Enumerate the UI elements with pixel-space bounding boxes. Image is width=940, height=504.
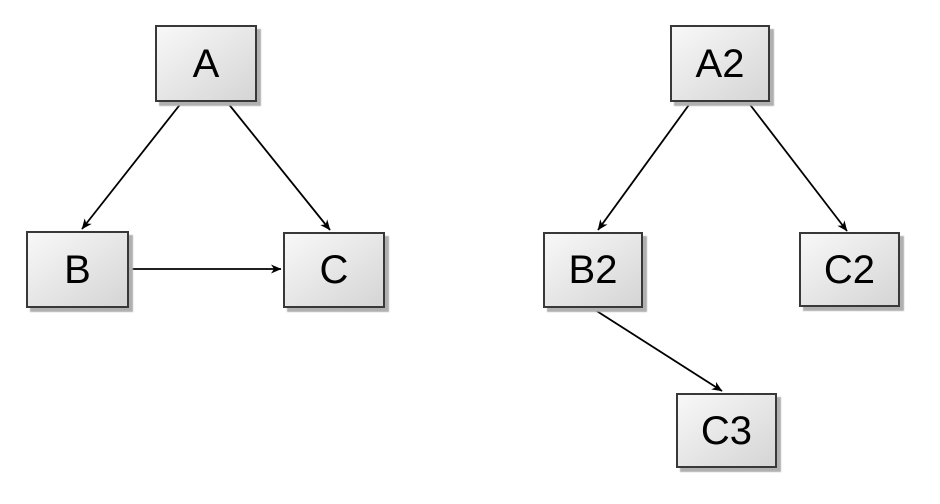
node-A-label: A xyxy=(192,41,220,86)
node-C3: C3 xyxy=(676,393,777,468)
node-C2: C2 xyxy=(799,232,900,307)
edge-A2-B2 xyxy=(597,101,692,231)
node-B2: B2 xyxy=(543,232,643,308)
edge-B2-C3 xyxy=(591,307,723,392)
node-C3-label: C3 xyxy=(700,408,753,453)
node-C2-label: C2 xyxy=(823,247,876,292)
node-B: B xyxy=(26,231,129,308)
node-C-label: C xyxy=(319,248,349,292)
node-A2: A2 xyxy=(670,25,770,102)
node-B-label: B xyxy=(64,247,91,292)
edge-A-C xyxy=(226,101,331,231)
node-B2-label: B2 xyxy=(568,248,618,292)
node-A: A xyxy=(155,25,257,102)
node-A2-label: A2 xyxy=(695,41,745,86)
node-C: C xyxy=(283,232,385,308)
edge-A2-C2 xyxy=(747,101,848,232)
edge-A-B xyxy=(81,101,183,230)
